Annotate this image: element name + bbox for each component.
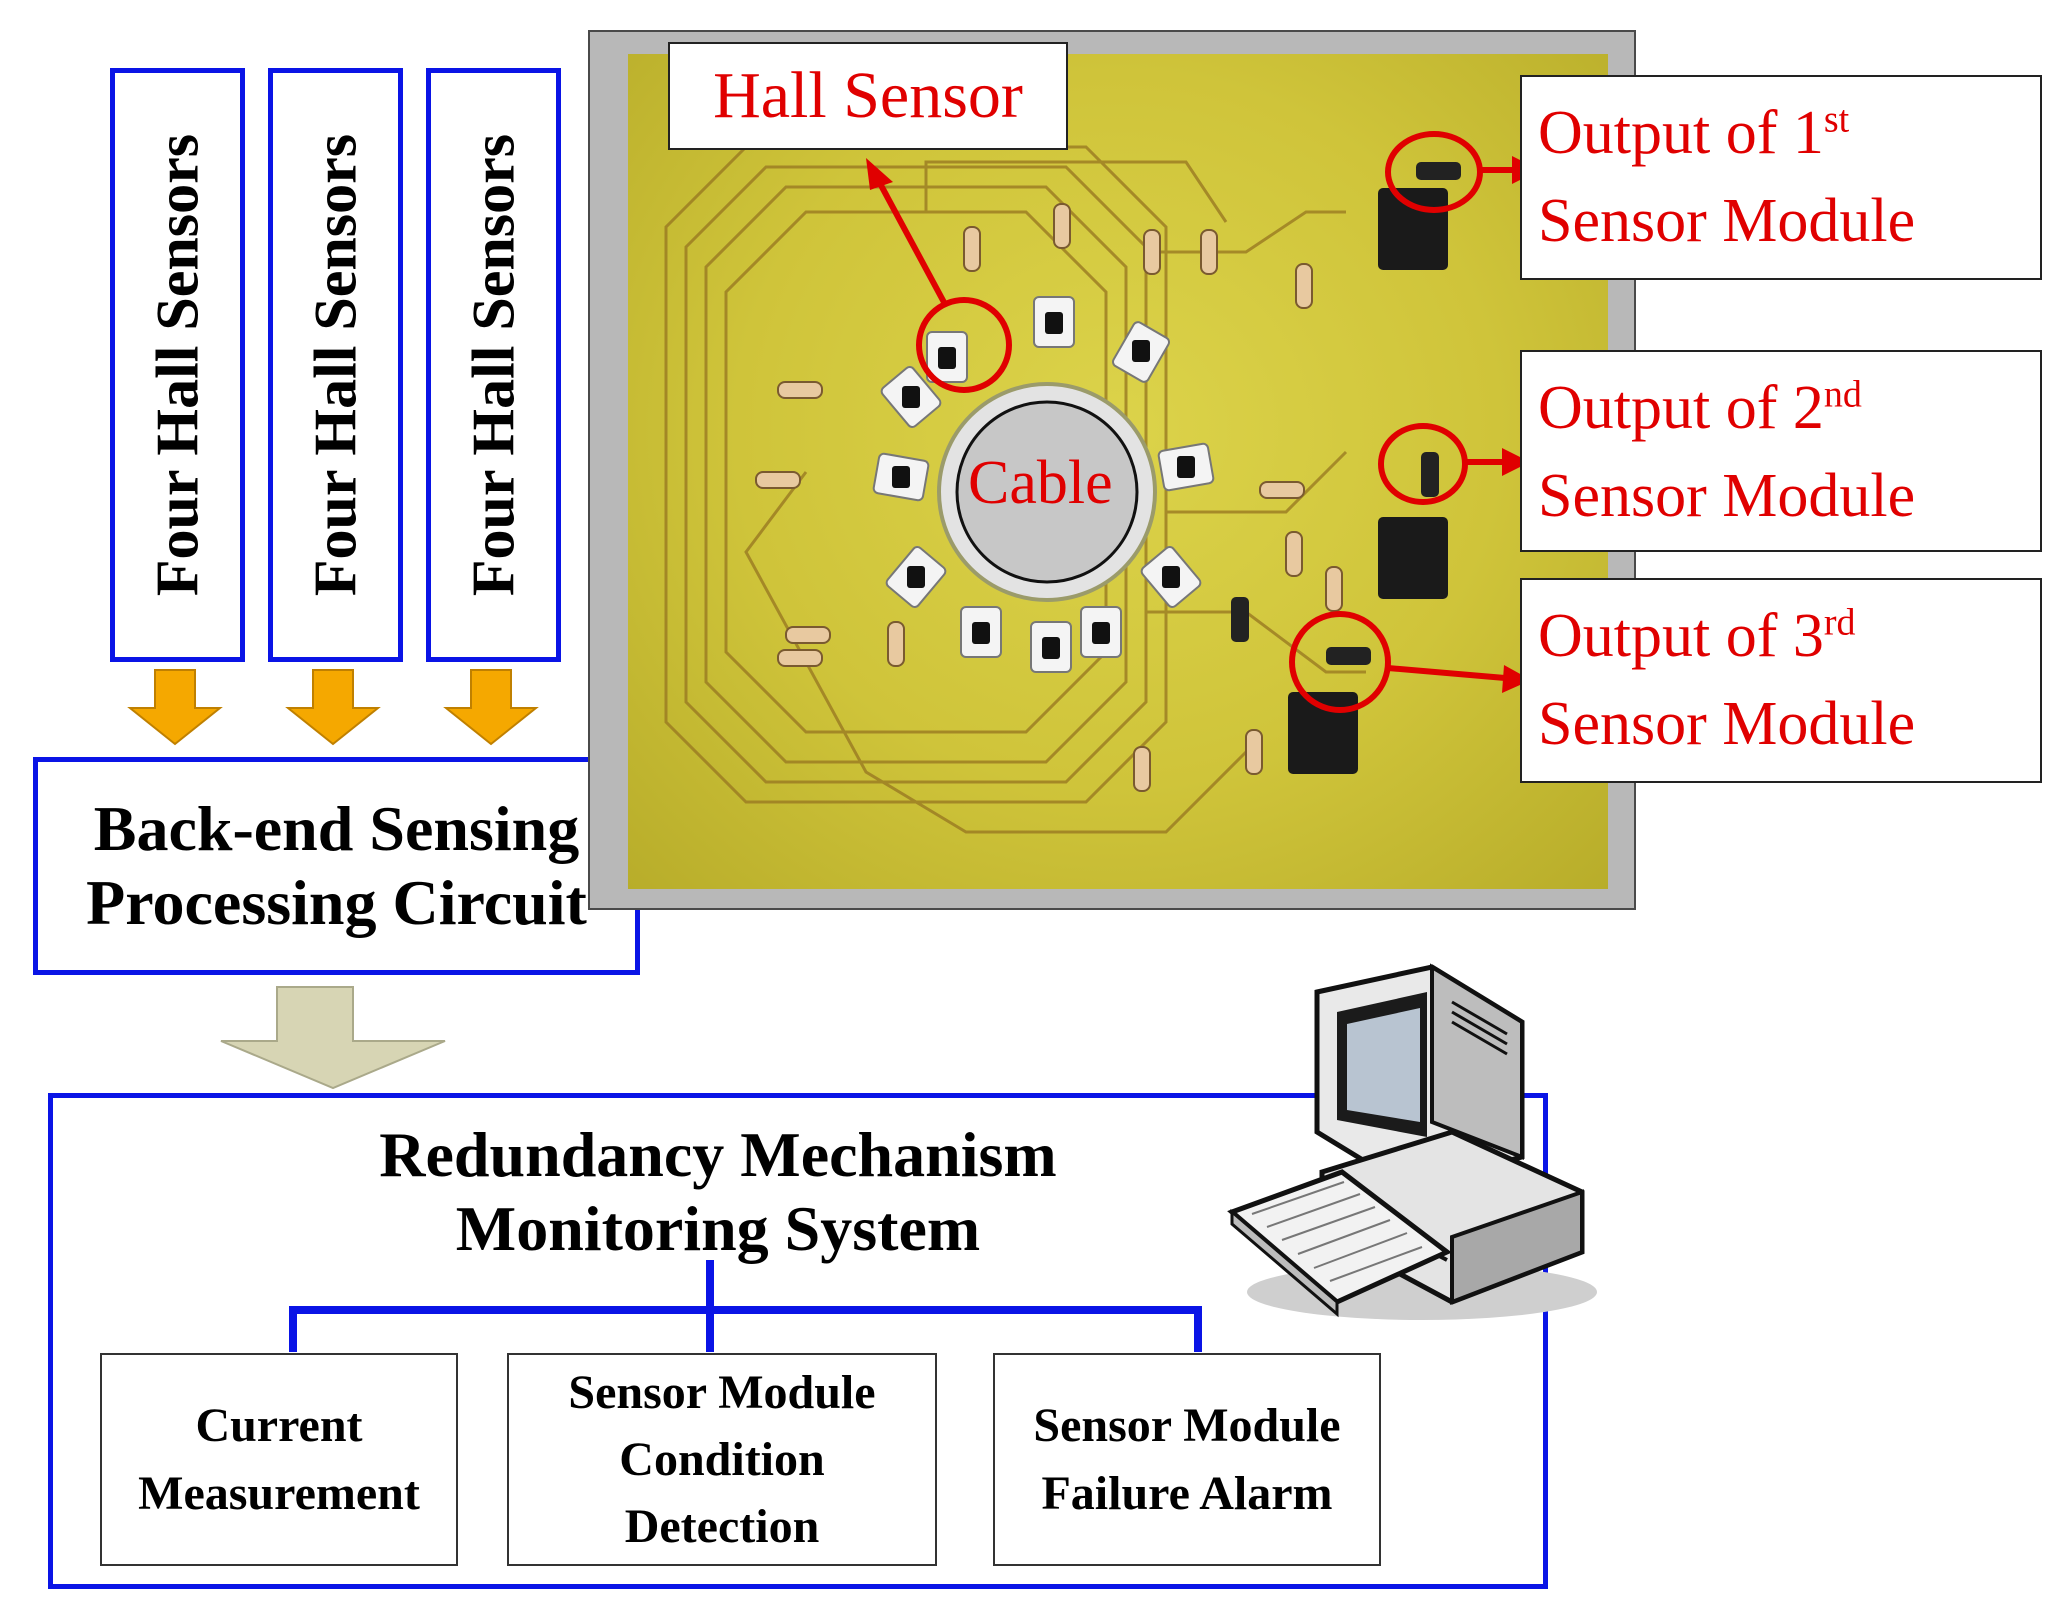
arrow-head-icon: [1502, 665, 1531, 693]
output-3-marker-icon: [1289, 611, 1391, 713]
output-2-marker-icon: [1378, 423, 1468, 505]
pcb-traces: [664, 145, 1461, 834]
down-arrow-icon: [127, 669, 223, 746]
output-3-line2: Sensor Module: [1538, 690, 1916, 759]
function-condition-detection: Sensor Module Condition Detection: [507, 1353, 937, 1566]
output-2-line2: Sensor Module: [1538, 462, 1916, 531]
sensor-group-2: Four Hall Sensors: [268, 68, 403, 662]
function-label: Sensor Module Failure Alarm: [1033, 1399, 1341, 1520]
arrow-head-icon: [1502, 448, 1530, 476]
function-label: Sensor Module Condition Detection: [568, 1365, 876, 1554]
arrow-head-icon: [866, 158, 893, 190]
output-1-marker-icon: [1385, 131, 1483, 213]
down-arrow-icon: [220, 986, 446, 1090]
hall-sensor-label: Hall Sensor: [713, 59, 1023, 132]
tree-connector: [289, 1260, 1202, 1352]
cable-label: Cable: [968, 449, 1113, 517]
monitoring-title: Redundancy Mechanism Monitoring System: [379, 1119, 1057, 1264]
output-1-line2: Sensor Module: [1538, 187, 1916, 256]
backend-processing-box: Back-end Sensing Processing Circuit: [33, 757, 640, 975]
orange-down-arrows: [127, 669, 539, 746]
sensor-group-1: Four Hall Sensors: [110, 68, 245, 662]
computer-icon: [1227, 963, 1597, 1320]
sensor-group-3: Four Hall Sensors: [426, 68, 561, 662]
hall-sensor-label-box: Hall Sensor: [668, 42, 1068, 150]
function-current-measurement: Current Measurement: [100, 1353, 458, 1566]
output-2-label-box: Output of 2nd Sensor Module: [1520, 350, 2042, 552]
hall-sensor-marker-icon: [916, 297, 1012, 393]
output-3-line1: Output of 3rd: [1538, 601, 1856, 670]
function-label: Current Measurement: [138, 1399, 420, 1520]
output-1-label-box: Output of 1st Sensor Module: [1520, 75, 2042, 280]
olive-down-arrow: [220, 986, 446, 1090]
output-1-line1: Output of 1st: [1538, 98, 1850, 167]
function-failure-alarm: Sensor Module Failure Alarm: [993, 1353, 1381, 1566]
output-3-label-box: Output of 3rd Sensor Module: [1520, 578, 2042, 783]
output-2-line1: Output of 2nd: [1538, 373, 1862, 442]
down-arrow-icon: [443, 669, 539, 746]
backend-title: Back-end Sensing Processing Circuit: [86, 793, 587, 938]
down-arrow-icon: [285, 669, 381, 746]
